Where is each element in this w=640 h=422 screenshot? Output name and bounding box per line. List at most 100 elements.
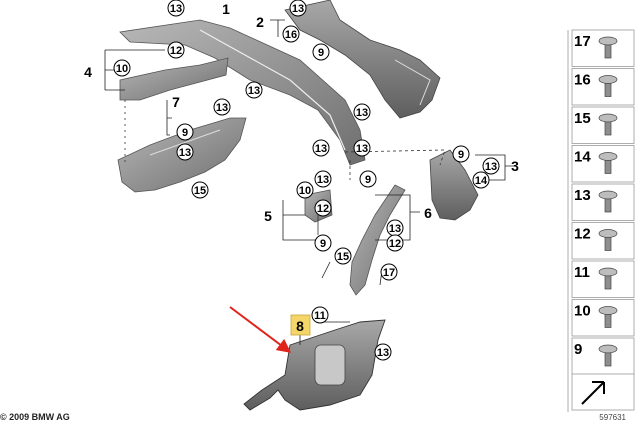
svg-text:16: 16 bbox=[285, 29, 297, 41]
svg-text:11: 11 bbox=[314, 310, 326, 322]
callout-17[interactable]: 17 bbox=[380, 263, 398, 281]
fastener-icon bbox=[598, 75, 618, 97]
callout-14[interactable]: 14 bbox=[472, 171, 490, 189]
callout-12[interactable]: 12 bbox=[167, 41, 185, 59]
part-8-bracket-highlighted-part bbox=[243, 319, 386, 411]
callout-15[interactable]: 15 bbox=[334, 247, 352, 265]
legend-item-15[interactable]: 15 bbox=[571, 106, 635, 144]
svg-text:13: 13 bbox=[248, 85, 260, 97]
red-pointer-arrow bbox=[229, 306, 292, 353]
part-numbers: 1 2 4 7 3 5 6 bbox=[84, 1, 519, 224]
legend-item-13[interactable]: 13 bbox=[571, 183, 635, 221]
legend-item-10[interactable]: 10 bbox=[571, 299, 635, 337]
svg-text:9: 9 bbox=[318, 47, 324, 59]
diagram-reference: 597631 bbox=[599, 413, 626, 422]
part-number-1[interactable]: 1 bbox=[222, 1, 230, 17]
svg-text:8: 8 bbox=[296, 318, 304, 334]
legend-item-11[interactable]: 11 bbox=[571, 260, 635, 298]
fastener-icon bbox=[598, 344, 618, 367]
part-number-6[interactable]: 6 bbox=[424, 205, 432, 221]
svg-text:13: 13 bbox=[356, 143, 368, 155]
callout-12[interactable]: 12 bbox=[386, 234, 404, 252]
svg-text:15: 15 bbox=[194, 185, 206, 197]
svg-text:12: 12 bbox=[389, 238, 401, 250]
arrow-icon bbox=[581, 381, 605, 405]
fastener-legend: 17 16 15 14 13 12 11 10 9 bbox=[567, 29, 635, 412]
callout-9[interactable]: 9 bbox=[452, 145, 470, 163]
svg-text:9: 9 bbox=[320, 238, 326, 250]
part-3-right-bracket bbox=[429, 149, 479, 221]
part-2-air-duct bbox=[284, 0, 441, 119]
legend-number: 9 bbox=[574, 341, 582, 358]
fastener-icon bbox=[598, 113, 618, 136]
callout-13[interactable]: 13 bbox=[374, 343, 392, 361]
part-4-left-bracket bbox=[119, 57, 229, 101]
svg-text:14: 14 bbox=[475, 175, 488, 187]
fastener-icon bbox=[598, 190, 618, 213]
svg-text:15: 15 bbox=[337, 251, 349, 263]
svg-text:13: 13 bbox=[389, 223, 401, 235]
svg-text:17: 17 bbox=[383, 267, 395, 279]
svg-text:13: 13 bbox=[315, 143, 327, 155]
callout-13[interactable]: 13 bbox=[386, 219, 404, 237]
svg-text:10: 10 bbox=[116, 63, 128, 75]
svg-text:13: 13 bbox=[485, 161, 497, 173]
callout-13[interactable]: 13 bbox=[353, 103, 371, 121]
svg-text:12: 12 bbox=[317, 203, 329, 215]
legend-item-12[interactable]: 12 bbox=[571, 222, 635, 260]
svg-text:13: 13 bbox=[170, 3, 182, 15]
part-number-8-highlight[interactable]: 8 bbox=[290, 314, 311, 336]
svg-text:12: 12 bbox=[170, 45, 182, 57]
svg-text:9: 9 bbox=[365, 174, 371, 186]
callout-11[interactable]: 11 bbox=[311, 306, 329, 324]
legend-number: 14 bbox=[574, 149, 591, 166]
callout-13[interactable]: 13 bbox=[314, 170, 332, 188]
part-number-5[interactable]: 5 bbox=[264, 208, 272, 224]
fastener-icon bbox=[598, 267, 618, 290]
leader-lines bbox=[104, 19, 515, 345]
part-number-3[interactable]: 3 bbox=[511, 158, 519, 174]
legend-direction-arrow bbox=[571, 373, 635, 411]
svg-text:9: 9 bbox=[182, 127, 188, 139]
callout-16[interactable]: 16 bbox=[282, 25, 300, 43]
svg-text:13: 13 bbox=[179, 147, 191, 159]
legend-number: 15 bbox=[574, 110, 591, 127]
legend-item-14[interactable]: 14 bbox=[571, 145, 635, 183]
callout-13[interactable]: 13 bbox=[482, 157, 500, 175]
svg-text:9: 9 bbox=[458, 149, 464, 161]
callout-13[interactable]: 13 bbox=[312, 139, 330, 157]
legend-item-9[interactable]: 9 bbox=[571, 337, 635, 375]
part-1-main-carrier bbox=[119, 19, 366, 166]
part-number-2[interactable]: 2 bbox=[256, 14, 264, 30]
svg-text:13: 13 bbox=[377, 347, 389, 359]
fastener-icon bbox=[598, 152, 618, 174]
callout-13[interactable]: 13 bbox=[245, 81, 263, 99]
svg-text:13: 13 bbox=[216, 102, 228, 114]
callout-15[interactable]: 15 bbox=[191, 181, 209, 199]
callout-9[interactable]: 9 bbox=[359, 170, 377, 188]
legend-number: 16 bbox=[574, 72, 591, 89]
legend-number: 12 bbox=[574, 226, 591, 243]
callout-13[interactable]: 13 bbox=[353, 139, 371, 157]
fastener-icon bbox=[598, 229, 618, 251]
callout-12[interactable]: 12 bbox=[314, 199, 332, 217]
callout-9[interactable]: 9 bbox=[314, 234, 332, 252]
callout-13[interactable]: 13 bbox=[289, 0, 307, 17]
fastener-icon bbox=[598, 36, 618, 59]
callout-13[interactable]: 13 bbox=[176, 143, 194, 161]
legend-item-16[interactable]: 16 bbox=[571, 68, 635, 106]
callout-9[interactable]: 9 bbox=[176, 123, 194, 141]
callout-13[interactable]: 13 bbox=[167, 0, 185, 17]
callout-10[interactable]: 10 bbox=[113, 59, 131, 77]
legend-number: 13 bbox=[574, 187, 591, 204]
part-number-7[interactable]: 7 bbox=[172, 94, 180, 110]
callout-9[interactable]: 9 bbox=[312, 43, 330, 61]
legend-number: 11 bbox=[574, 264, 590, 281]
legend-item-17[interactable]: 17 bbox=[571, 29, 635, 67]
part-number-4[interactable]: 4 bbox=[84, 64, 92, 80]
guide-lines bbox=[124, 100, 446, 235]
callout-13[interactable]: 13 bbox=[213, 98, 231, 116]
legend-number: 10 bbox=[574, 303, 591, 320]
callout-10[interactable]: 10 bbox=[296, 181, 314, 199]
